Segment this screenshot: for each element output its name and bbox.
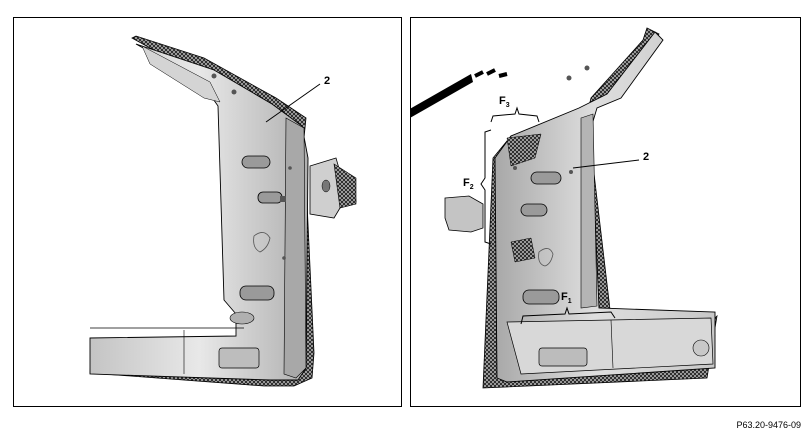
right-slot-3 bbox=[522, 289, 560, 305]
f1-letter: F bbox=[561, 291, 568, 303]
f3-subscript: 3 bbox=[505, 102, 510, 110]
right-view-panel: 2 F3 F2 F1 bbox=[410, 17, 801, 407]
right-callout-f3: F3 bbox=[499, 95, 510, 110]
right-callout-leader bbox=[572, 159, 640, 169]
right-callout-f1: F1 bbox=[561, 291, 572, 306]
right-pillar-drawing bbox=[411, 27, 718, 389]
f3-bracket bbox=[490, 106, 540, 123]
left-callout-part-2: 2 bbox=[324, 75, 331, 87]
right-callout-f2: F2 bbox=[463, 177, 474, 192]
left-slot-3 bbox=[239, 285, 275, 301]
right-bracket bbox=[444, 195, 484, 233]
f2-subscript: 2 bbox=[469, 184, 474, 192]
f1-subscript: 1 bbox=[567, 298, 572, 306]
right-slot-1 bbox=[530, 171, 562, 185]
left-inner-flange bbox=[283, 117, 307, 379]
view-direction-arrow bbox=[411, 74, 473, 118]
right-slot-2 bbox=[520, 203, 548, 217]
left-callout-leader bbox=[265, 83, 321, 123]
f3-letter: F bbox=[499, 95, 506, 107]
left-slot-1 bbox=[241, 155, 271, 169]
right-callout-part-2: 2 bbox=[643, 151, 650, 163]
f2-letter: F bbox=[463, 177, 470, 189]
f1-bracket bbox=[520, 306, 616, 325]
figure-reference: P63.20-9476-09 bbox=[736, 420, 801, 430]
left-view-panel: 2 bbox=[13, 17, 402, 407]
f2-bracket bbox=[480, 129, 492, 245]
left-slot-2 bbox=[257, 191, 283, 204]
left-pillar-drawing bbox=[89, 35, 357, 387]
